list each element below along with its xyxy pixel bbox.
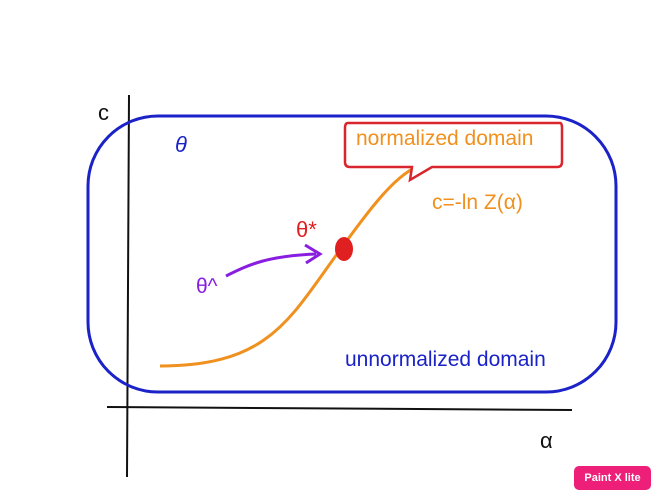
- normalized-domain-callout: [343, 121, 564, 183]
- curve-equation-label: c=-ln Z(α): [432, 191, 523, 214]
- x-axis-label: α: [540, 428, 553, 453]
- theta-star-label: θ*: [296, 217, 317, 242]
- theta-hat-arrowhead: [304, 243, 323, 265]
- x-axis-line: [106, 406, 573, 411]
- log-partition-curve: [159, 158, 433, 368]
- paint-x-lite-watermark: Paint X lite: [574, 466, 651, 490]
- theta-hat-arrow: [225, 252, 317, 278]
- y-axis-line: [126, 94, 130, 478]
- theta-star-point: [335, 237, 353, 261]
- y-axis-label: c: [98, 100, 109, 125]
- theta-hat-label: θ^: [196, 275, 218, 298]
- theta-label: θ: [175, 132, 187, 157]
- normalized-domain-label: normalized domain: [356, 127, 534, 150]
- unnormalized-domain-label: unnormalized domain: [345, 348, 546, 371]
- unnormalized-domain-outline: [86, 114, 618, 394]
